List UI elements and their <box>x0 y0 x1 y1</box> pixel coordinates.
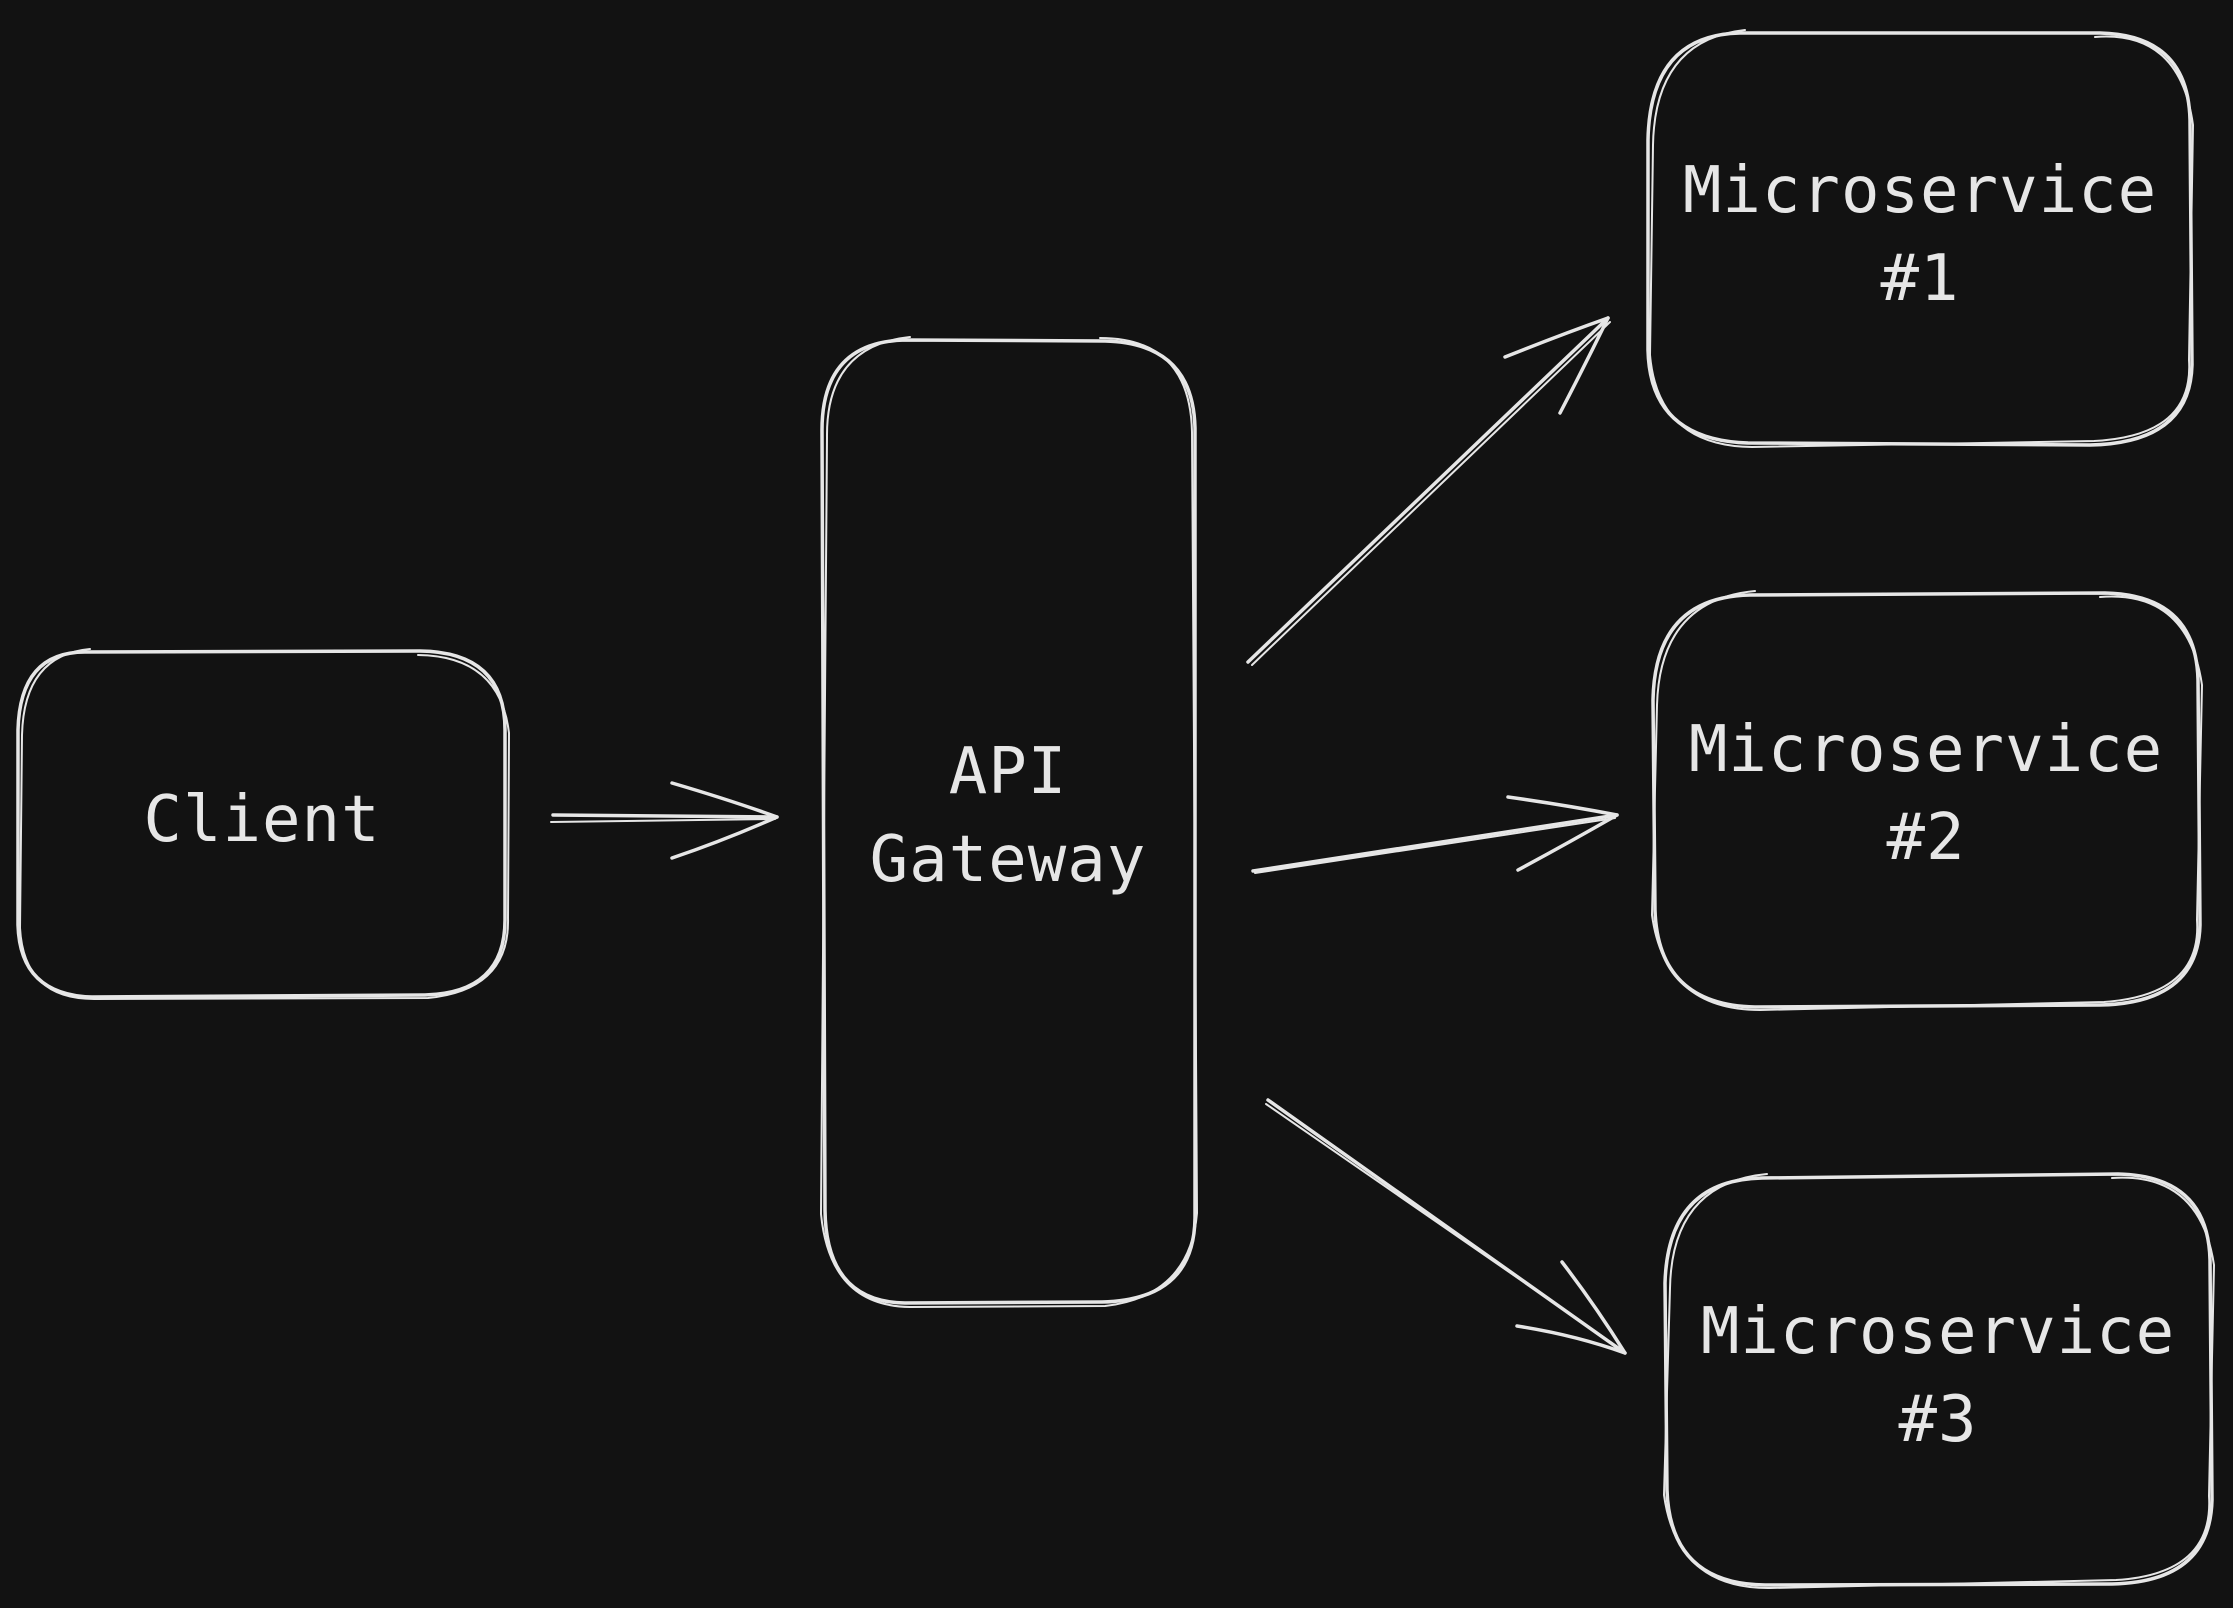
arrow-gateway-service2 <box>1251 795 1619 874</box>
service3-label-line-1: Microservice <box>1700 1295 2176 1369</box>
service3-label: Microservice #3 <box>1678 1288 2198 1464</box>
client-box[interactable] <box>16 648 510 1001</box>
service2-box[interactable] <box>1651 590 2203 1011</box>
gateway-label-line-1: API <box>948 735 1068 809</box>
service1-label-line-2: #1 <box>1880 242 1960 316</box>
arrow-client-gateway <box>550 781 779 860</box>
service2-label-line-2: #2 <box>1886 801 1966 875</box>
client-label-line: Client <box>143 783 381 857</box>
client-label: Client <box>112 776 412 864</box>
service1-label-line-1: Microservice <box>1682 154 2158 228</box>
service3-label-line-2: #3 <box>1898 1383 1978 1457</box>
service1-label: Microservice #1 <box>1660 147 2180 323</box>
service2-label-line-1: Microservice <box>1688 713 2164 787</box>
gateway-box[interactable] <box>820 336 1198 1308</box>
arrow-gateway-service1 <box>1246 316 1611 666</box>
service3-box[interactable] <box>1663 1172 2215 1590</box>
service2-label: Microservice #2 <box>1666 706 2186 882</box>
gateway-label: API Gateway <box>838 728 1178 904</box>
gateway-label-line-2: Gateway <box>869 823 1147 897</box>
service1-box[interactable] <box>1646 29 2194 448</box>
arrow-gateway-service3 <box>1265 1098 1627 1355</box>
